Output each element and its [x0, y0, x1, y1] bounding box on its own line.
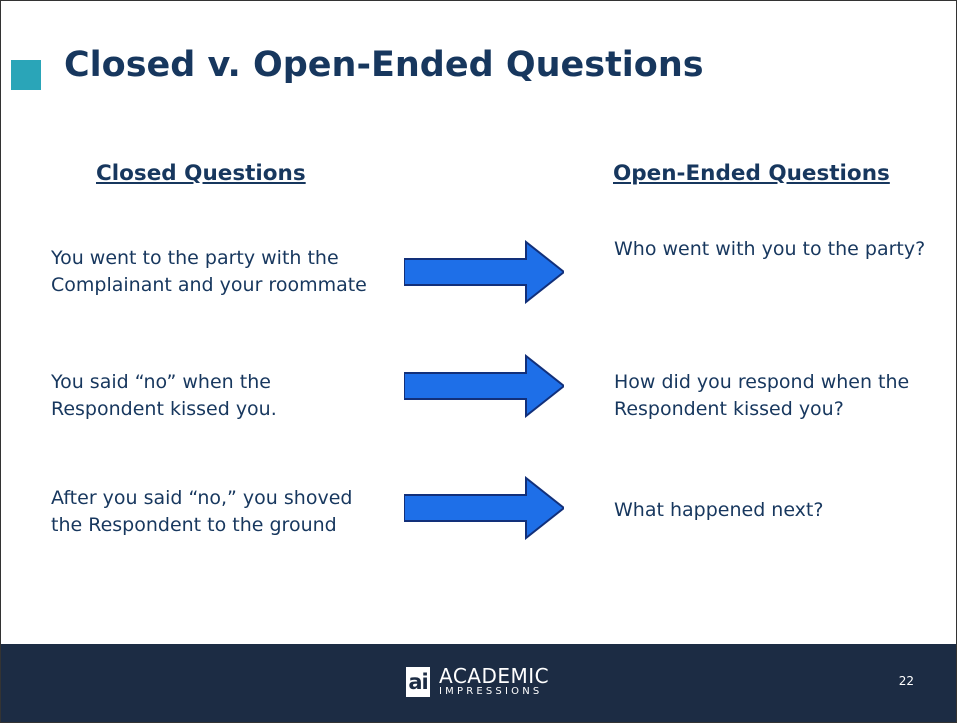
- title-accent-square: [11, 60, 41, 90]
- right-arrow-icon: [404, 476, 564, 540]
- right-arrow-icon: [404, 354, 564, 418]
- closed-question-2: You said “no” when the Respondent kissed…: [51, 371, 277, 420]
- closed-question-1: You went to the party with the Complaina…: [51, 247, 367, 296]
- logo-wordmark: ACADEMIC IMPRESSIONS: [439, 666, 549, 698]
- footer-bar: ai ACADEMIC IMPRESSIONS 22: [1, 644, 956, 722]
- closed-question-3: After you said “no,” you shoved the Resp…: [51, 487, 353, 536]
- open-question-2: How did you respond when the Respondent …: [614, 371, 910, 420]
- open-question-1: Who went with you to the party?: [614, 238, 926, 260]
- slide-title: Closed v. Open-Ended Questions: [64, 45, 704, 85]
- open-question-3: What happened next?: [614, 499, 824, 521]
- right-arrow-icon: [404, 240, 564, 304]
- logo-line-1: ACADEMIC: [439, 664, 550, 688]
- logo-mark-icon: ai: [406, 667, 430, 697]
- open-ended-questions-heading: Open-Ended Questions: [613, 161, 890, 186]
- logo-line-2: IMPRESSIONS: [439, 686, 543, 697]
- academic-impressions-logo: ai ACADEMIC IMPRESSIONS: [406, 666, 549, 698]
- closed-questions-heading: Closed Questions: [96, 161, 306, 186]
- page-number: 22: [898, 674, 914, 688]
